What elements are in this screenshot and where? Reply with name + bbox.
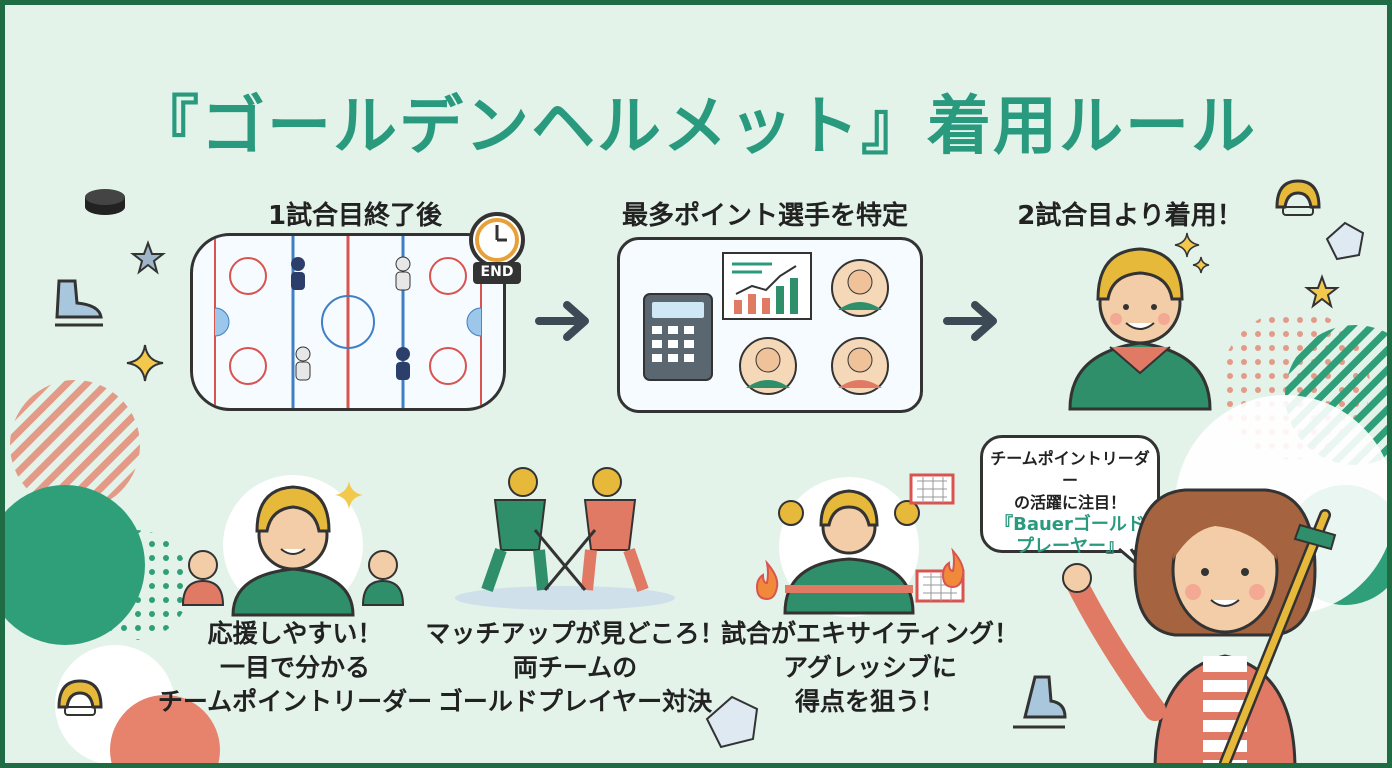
speech-bubble: チームポイントリーダー の活躍に注目！ 『Bauerゴールド プレーヤー』 <box>980 435 1160 557</box>
page-title: 『ゴールデンヘルメット』着用ルール <box>135 90 1257 164</box>
skate-icon <box>1013 675 1067 729</box>
step-2-label: 最多ポイント選手を特定 <box>621 201 908 231</box>
star-icon <box>1304 274 1340 309</box>
hockey-goal-icon <box>909 473 955 505</box>
player-avatar-icon <box>739 337 797 395</box>
benefit-2-line2: 両チームの <box>512 653 638 682</box>
rink-panel <box>190 233 506 411</box>
player-avatar-icon <box>831 259 889 317</box>
benefit-3-line2: アグレッシブに <box>783 653 957 682</box>
fire-icon <box>755 559 779 601</box>
hockey-rink-icon <box>214 236 482 408</box>
benefit-3-line3: 得点を狙う！ <box>794 687 945 716</box>
benefit-1-caption: 応援しやすい！ 一目で分かる チームポイントリーダー <box>155 617 435 719</box>
hockey-stick-icon <box>1219 509 1337 763</box>
bubble-line3: 『Bauerゴールド <box>995 514 1145 535</box>
benefit-1-line2: 一目で分かる <box>219 653 370 682</box>
skate-icon <box>55 279 103 327</box>
trend-chart-icon <box>722 252 812 320</box>
player-avatar-icon <box>831 337 889 395</box>
helmet-icon <box>1275 179 1321 216</box>
benefit-2-line1: マッチアップが見どころ！ <box>425 619 725 648</box>
helmet-icon <box>57 679 103 716</box>
bubble-line2: の活躍に注目！ <box>1013 493 1126 512</box>
calculator-icon <box>643 293 713 381</box>
matchup-illustration <box>455 467 675 610</box>
benefit-3-caption: 試合がエキサイティング！ アグレッシブに 得点を狙う！ <box>720 617 1020 719</box>
stats-panel <box>617 237 923 413</box>
benefit-1-line3: チームポイントリーダー <box>157 687 433 716</box>
fire-icon <box>941 547 965 589</box>
benefit-1-line1: 応援しやすい！ <box>207 619 383 648</box>
puck-icon <box>85 189 125 215</box>
gold-helmet-player-illustration <box>1068 247 1212 411</box>
step-3-label: 2試合目より着用！ <box>1017 201 1243 231</box>
arrow-right-icon <box>535 301 589 341</box>
sparkle-icon <box>1174 232 1210 274</box>
benefit-3-line1: 試合がエキサイティング！ <box>720 619 1019 648</box>
presenter-illustration <box>1062 488 1317 763</box>
bubble-line4: プレーヤー』 <box>1016 536 1124 557</box>
bubble-line1: チームポイントリーダー <box>990 449 1150 490</box>
star-icon <box>130 240 166 275</box>
sparkle-icon <box>126 344 164 382</box>
arrow-right-icon <box>943 301 997 341</box>
benefit-2-caption: マッチアップが見どころ！ 両チームの ゴールドプレイヤー対決 <box>425 617 725 719</box>
excited-player-illustration <box>778 477 920 617</box>
fans-cheering-illustration <box>181 475 405 617</box>
ice-cube-icon <box>1325 221 1365 261</box>
step-1-label: 1試合目終了後 <box>267 201 443 231</box>
ice-cube-icon <box>705 695 759 749</box>
benefit-2-line3: ゴールドプレイヤー対決 <box>437 687 713 716</box>
clock-icon <box>469 212 525 284</box>
end-badge: END <box>480 264 514 280</box>
